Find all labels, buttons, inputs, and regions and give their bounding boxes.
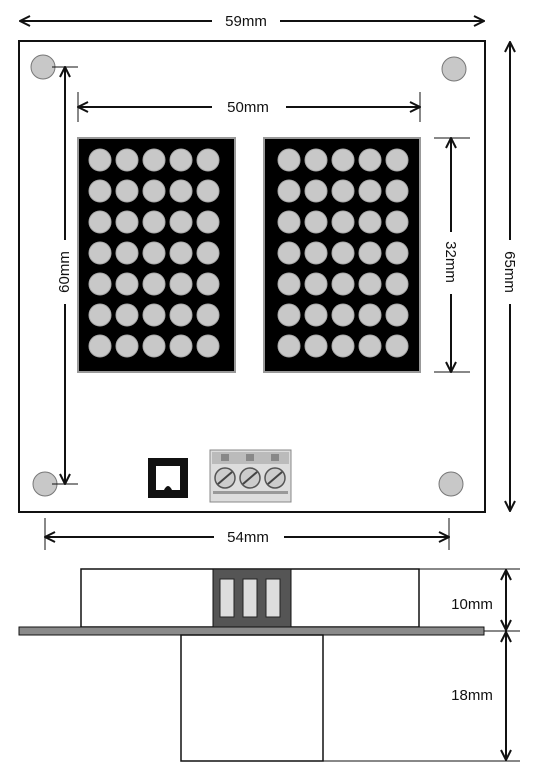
side-lower-body [180,634,324,762]
led-dot [277,303,301,327]
screw-slot [267,471,283,485]
led-dot [304,148,328,172]
led-dot [385,179,409,203]
led-dot [142,334,166,358]
led-dot [331,148,355,172]
side-view: 10mm 18mm [18,568,520,762]
screw-slot [242,471,258,485]
side-pcb [18,626,485,636]
led-dot [358,210,382,234]
label-hole-vertical: 60mm [56,251,73,293]
led-dot [358,179,382,203]
led-grid-left [88,148,220,358]
led-dot [304,210,328,234]
led-dot [142,303,166,327]
led-dot [277,179,301,203]
led-dot [358,241,382,265]
led-dot [277,241,301,265]
led-dot [169,303,193,327]
led-dot [385,334,409,358]
led-dot [196,272,220,296]
led-dot [358,303,382,327]
led-dot [358,148,382,172]
led-dot [331,334,355,358]
led-dot [115,272,139,296]
led-dot [196,241,220,265]
led-dot [88,303,112,327]
led-dot [331,241,355,265]
led-dot [277,272,301,296]
led-dot [115,303,139,327]
led-dot [358,334,382,358]
led-dot [115,179,139,203]
led-dot [385,272,409,296]
led-dot [88,148,112,172]
led-dot [196,303,220,327]
label-hole-horizontal: 54mm [227,529,269,546]
terminal-mark [271,454,279,461]
led-dot [385,148,409,172]
led-dot [88,272,112,296]
led-dot [358,272,382,296]
led-dot [331,272,355,296]
led-grid-right [277,148,409,358]
top-view: 59mm 50mm 60mm 32mm 65mm 54mm [18,11,520,550]
label-matrix-height: 32mm [442,241,459,283]
led-dot [142,272,166,296]
led-dot [385,241,409,265]
led-dot [304,272,328,296]
led-dot [277,334,301,358]
led-dot [277,148,301,172]
led-dot [88,241,112,265]
led-dot [142,210,166,234]
led-dot [142,148,166,172]
label-matrix-span: 50mm [227,99,269,116]
terminal-mark [221,454,229,461]
led-dot [169,334,193,358]
led-dot [169,210,193,234]
led-dot [115,210,139,234]
led-dot [88,179,112,203]
led-dot [169,272,193,296]
led-dot [304,179,328,203]
led-dot [304,303,328,327]
label-board-height: 65mm [501,251,518,293]
mount-hole-top-left [30,54,56,80]
led-dot [277,210,301,234]
label-board-width: 59mm [225,13,267,30]
led-dot [115,334,139,358]
led-dot [88,334,112,358]
screw-slot [217,471,233,485]
led-dot [115,241,139,265]
led-dot [88,210,112,234]
led-dot [304,241,328,265]
mount-hole-top-right [441,56,467,82]
led-dot [385,210,409,234]
screw-terminal [209,449,292,503]
jumper-connector [148,458,188,498]
led-dot [331,303,355,327]
led-dot [196,148,220,172]
led-dot [169,179,193,203]
led-dot [169,241,193,265]
label-lower-height: 18mm [451,687,493,704]
terminal-slot [242,578,258,618]
led-dot [142,179,166,203]
led-dot [115,148,139,172]
led-dot [385,303,409,327]
led-dot [331,210,355,234]
led-dot [142,241,166,265]
led-dot [196,210,220,234]
led-dot [331,179,355,203]
mount-hole-bottom-right [438,471,464,497]
led-dot [196,179,220,203]
terminal-slot [219,578,235,618]
label-upper-height: 10mm [451,596,493,613]
led-dot [196,334,220,358]
terminal-slot [265,578,281,618]
terminal-mark [246,454,254,461]
led-dot [169,148,193,172]
led-dot [304,334,328,358]
